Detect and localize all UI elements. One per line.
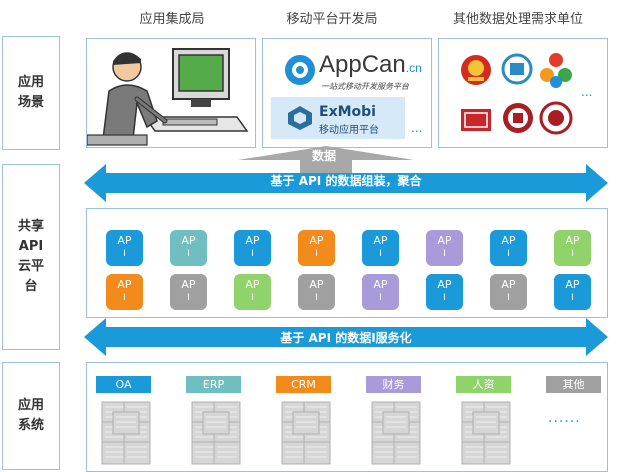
server-stack-icon — [281, 401, 331, 465]
mobile-more: ... — [411, 121, 423, 135]
api-block: AP I — [106, 230, 143, 266]
side-label-system-text: 应用 系统 — [17, 398, 44, 433]
api-block-label: AP — [117, 234, 132, 247]
column-title-integration: 应用集成局 — [139, 12, 205, 27]
api-block: AP I — [490, 274, 527, 310]
api-block: AP I — [426, 230, 463, 266]
api-block: AP I — [298, 274, 335, 310]
aggregation-arrow-label: 基于 API 的数据组装，聚合 — [270, 174, 422, 188]
systems-panel — [86, 362, 608, 472]
api-block-label: AP — [245, 234, 260, 247]
scene-panel-others: ... — [438, 38, 608, 148]
api-block: AP I — [426, 274, 463, 310]
server-stack-icon — [461, 401, 511, 465]
api-block: AP I — [170, 274, 207, 310]
api-block: AP I — [170, 230, 207, 266]
exmobi-tagline: 移动应用平台 — [319, 125, 379, 136]
api-block-suffix: I — [251, 249, 254, 259]
api-block-label: AP — [501, 278, 516, 291]
api-block-suffix: I — [251, 293, 254, 303]
server-stack-icon — [191, 401, 241, 465]
api-block-label: AP — [565, 234, 580, 247]
api-block: AP I — [362, 274, 399, 310]
api-block-suffix: I — [443, 293, 446, 303]
api-block-label: AP — [437, 234, 452, 247]
system-tag: 其他 — [546, 376, 601, 393]
api-block-suffix: I — [507, 293, 510, 303]
api-block-suffix: I — [571, 249, 574, 259]
api-block: AP I — [554, 274, 591, 310]
peking-seal-icon — [539, 101, 573, 135]
api-block-label: AP — [309, 234, 324, 247]
service-arrow-label: 基于 API 的数据I服务化 — [280, 331, 412, 345]
system-tag: 财务 — [366, 376, 421, 393]
system-tag: OA — [96, 376, 151, 393]
service-arrow — [84, 318, 608, 356]
server-stack-icon — [371, 401, 421, 465]
api-block: AP I — [106, 274, 143, 310]
data-label: 数据 — [312, 149, 337, 163]
appcan-brand: AppCan.cn — [319, 51, 422, 79]
api-block-label: AP — [245, 278, 260, 291]
appcan-brand-text: AppCan — [319, 51, 406, 78]
api-block-suffix: I — [315, 293, 318, 303]
exmobi-logo-box: ExMobi 移动应用平台 — [271, 97, 405, 139]
side-label-system: 应用 系统 — [2, 362, 60, 470]
api-block-label: AP — [181, 234, 196, 247]
api-block-suffix: I — [379, 249, 382, 259]
others-more-top: ... — [581, 85, 593, 99]
side-label-scene-text: 应用 场景 — [17, 75, 44, 110]
scene-panel-mobile: AppCan.cn 一站式移动开发服务平台 ExMobi 移动应用平台 ... — [262, 38, 432, 148]
exmobi-logo-icon — [288, 106, 312, 130]
university-seal-icon — [503, 103, 533, 133]
api-block-suffix: I — [571, 293, 574, 303]
column-title-mobile: 移动平台开发局 — [286, 12, 378, 27]
api-block-label: AP — [501, 234, 516, 247]
appcan-tagline: 一站式移动开发服务平台 — [321, 82, 409, 91]
evaluation-icon — [501, 53, 533, 85]
api-block-suffix: I — [187, 293, 190, 303]
server-stack-icon — [101, 401, 151, 465]
api-block-label: AP — [309, 278, 324, 291]
api-block: AP I — [490, 230, 527, 266]
api-panel — [86, 208, 608, 318]
aggregation-arrow — [84, 164, 608, 202]
system-tag: 人资 — [456, 376, 511, 393]
data-up-arrow — [238, 146, 414, 176]
api-block-suffix: I — [315, 249, 318, 259]
api-block-label: AP — [373, 278, 388, 291]
red-seal-icon — [461, 109, 491, 131]
api-block-suffix: I — [443, 249, 446, 259]
api-block: AP I — [234, 230, 271, 266]
scene-panel-integration — [86, 38, 256, 148]
api-block-label: AP — [565, 278, 580, 291]
api-block-label: AP — [181, 278, 196, 291]
exmobi-brand: ExMobi — [319, 104, 376, 120]
colorful-badge-icon — [540, 53, 572, 88]
api-block-label: AP — [437, 278, 452, 291]
api-block-suffix: I — [507, 249, 510, 259]
api-block: AP I — [362, 230, 399, 266]
api-block: AP I — [234, 274, 271, 310]
api-block-suffix: I — [123, 293, 126, 303]
computer-user-illustration — [86, 48, 249, 146]
system-tag: CRM — [276, 376, 331, 393]
api-block: AP I — [554, 230, 591, 266]
side-label-scene: 应用 场景 — [2, 36, 60, 150]
appcan-logo-icon — [285, 55, 315, 85]
systems-more: ...... — [548, 410, 581, 426]
api-block-suffix: I — [379, 293, 382, 303]
side-label-api-text: 共享 API 云平 台 — [17, 219, 44, 294]
api-block-suffix: I — [187, 249, 190, 259]
national-emblem-icon — [461, 55, 491, 85]
api-block-label: AP — [373, 234, 388, 247]
api-block-suffix: I — [123, 249, 126, 259]
api-block-label: AP — [117, 278, 132, 291]
api-block: AP I — [298, 230, 335, 266]
column-title-others: 其他数据处理需求单位 — [452, 12, 583, 27]
side-label-api: 共享 API 云平 台 — [2, 164, 60, 350]
appcan-brand-suffix: .cn — [405, 61, 422, 75]
system-tag: ERP — [186, 376, 241, 393]
